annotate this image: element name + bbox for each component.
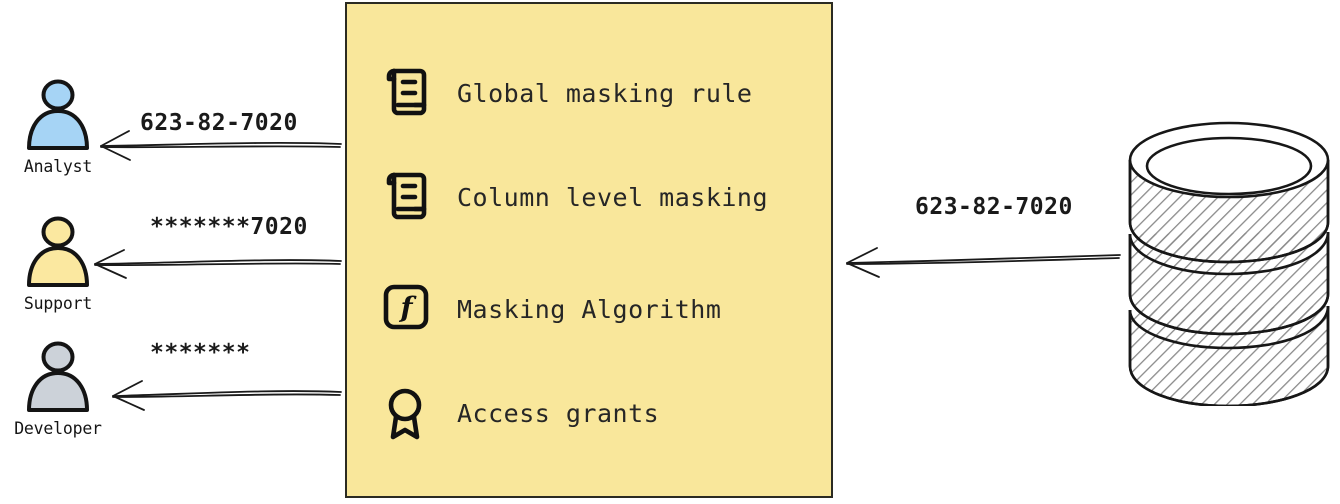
person-icon — [27, 341, 89, 412]
arrow-left-icon — [846, 247, 1121, 278]
policy-item-label: Masking Algorithm — [457, 294, 722, 324]
actor-label: Developer — [14, 419, 102, 438]
person-icon — [27, 216, 89, 287]
actor-label: Analyst — [23, 157, 93, 176]
flow-label-datasource: 623-82-7020 — [915, 194, 1073, 220]
person-icon — [27, 79, 89, 150]
policy-panel: Global masking rule Column level masking — [345, 2, 833, 498]
flow-label-analyst: 623-82-7020 — [140, 110, 298, 136]
svg-text:f: f — [398, 291, 417, 324]
arrow-left-icon — [94, 249, 342, 279]
policy-item-label: Access grants — [457, 398, 660, 428]
actor-label: Support — [23, 294, 93, 313]
actor-support[interactable]: Support — [2, 215, 114, 313]
actor-analyst[interactable]: Analyst — [2, 78, 114, 176]
function-f-icon: f — [383, 284, 429, 330]
policy-item-access-grants[interactable]: Access grants — [379, 382, 659, 444]
policy-item-masking-algorithm[interactable]: f Masking Algorithm — [379, 278, 721, 340]
flow-label-developer: ******* — [150, 340, 251, 366]
flow-label-support: *******7020 — [150, 214, 308, 240]
award-ribbon-icon — [388, 388, 422, 440]
scroll-icon — [386, 172, 427, 220]
policy-item-global-masking-rule[interactable]: Global masking rule — [379, 62, 752, 124]
policy-item-label: Column level masking — [457, 182, 769, 212]
policy-item-label: Global masking rule — [457, 78, 753, 108]
arrow-left-icon — [112, 380, 342, 411]
scroll-icon — [386, 68, 427, 116]
policy-item-column-level-masking[interactable]: Column level masking — [379, 166, 768, 228]
actor-developer[interactable]: Developer — [2, 340, 114, 438]
policy-item-list: Global masking rule Column level masking — [347, 4, 831, 496]
database-cylinder-icon — [1118, 118, 1340, 406]
